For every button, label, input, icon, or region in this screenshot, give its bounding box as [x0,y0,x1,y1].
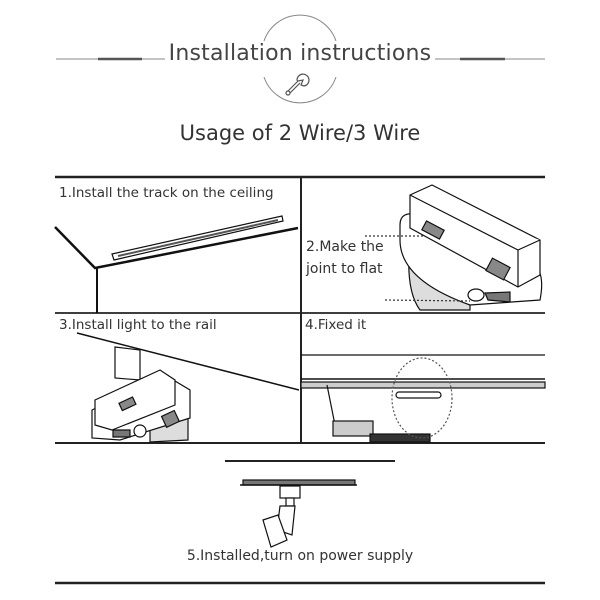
joint-flat-illustration [365,184,543,311]
fixed-illustration [300,354,546,443]
step-5-label: 5.Installed,turn on power supply [186,548,414,564]
panel-grid [55,175,545,585]
header-decoration [56,14,545,104]
wrench-icon [285,73,310,96]
ceiling-track-illustration [54,215,299,313]
installed-light-illustration [240,479,357,548]
install-light-illustration [76,332,300,443]
step-1-label: 1.Install the track on the ceiling [59,185,274,201]
page-title: Installation instructions [168,41,432,66]
step-3-label: 3.Install light to the rail [59,317,217,333]
step-2-label-line2: joint to flat [306,261,383,277]
step-2-label-line1: 2.Make the [306,239,384,255]
step-2-label: 2.Make the joint to flat [306,236,384,280]
page-subtitle: Usage of 2 Wire/3 Wire [179,121,421,145]
step-4-label: 4.Fixed it [305,317,367,333]
